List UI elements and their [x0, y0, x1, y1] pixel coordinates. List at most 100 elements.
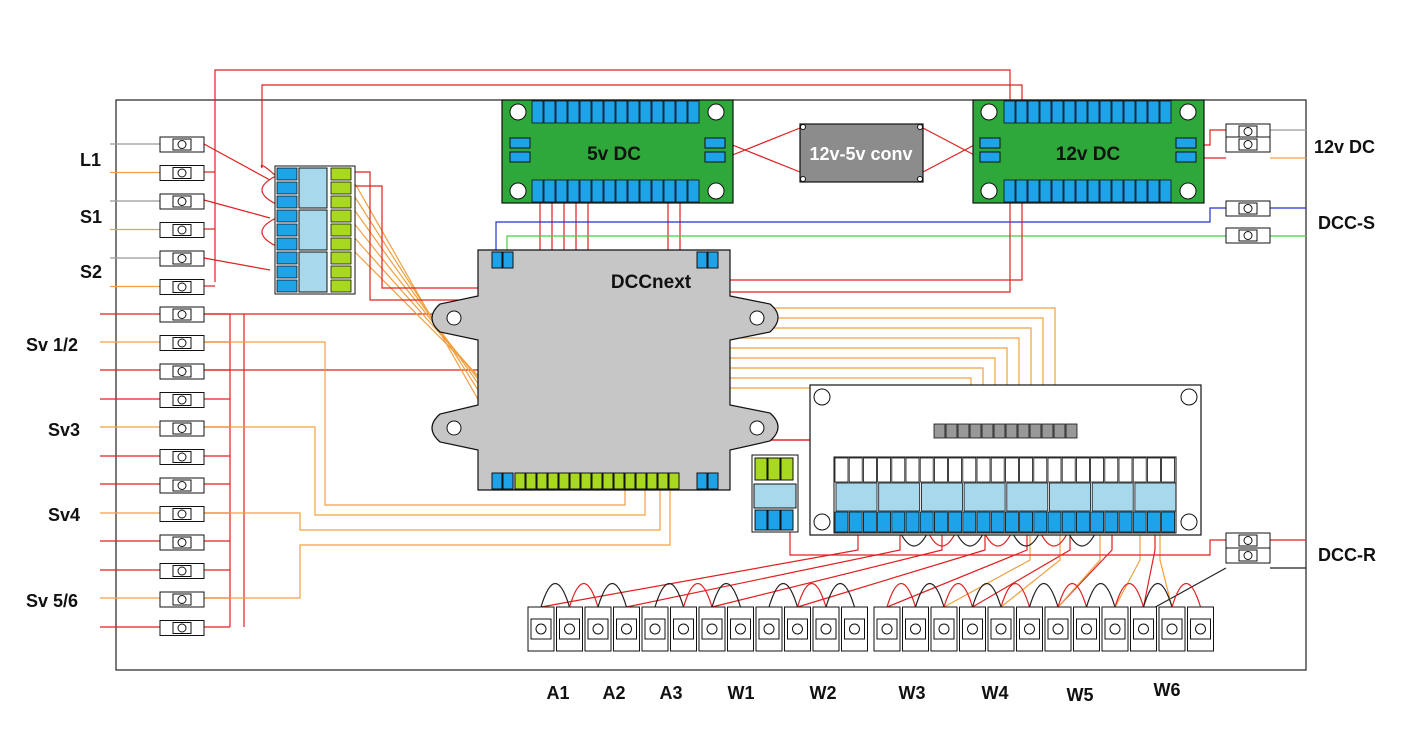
- small-connector: [751, 454, 799, 533]
- wire: [353, 185, 478, 289]
- pin: [707, 472, 719, 490]
- wire: [540, 532, 859, 608]
- pin: [1033, 457, 1048, 483]
- pin: [962, 511, 977, 533]
- pin: [276, 209, 298, 223]
- psu-5v-board: 5v DC: [501, 99, 734, 204]
- pin: [848, 511, 863, 533]
- pin: [1051, 179, 1064, 203]
- wire: [204, 341, 626, 506]
- pin: [1159, 100, 1172, 124]
- pin: [1090, 457, 1104, 483]
- pin: [330, 265, 352, 279]
- pin: [525, 472, 537, 490]
- pin: [905, 511, 920, 533]
- pin: [651, 179, 664, 203]
- pin: [1111, 100, 1124, 124]
- pin: [1063, 100, 1076, 124]
- psu-5v-pins-bottom: [531, 179, 700, 203]
- pin: [627, 100, 640, 124]
- wire: [203, 199, 271, 219]
- pin: [834, 511, 849, 533]
- pin: [579, 179, 592, 203]
- pin: [635, 472, 647, 490]
- wire: [789, 532, 1176, 556]
- wire-loop: [1142, 583, 1173, 608]
- pin: [580, 472, 592, 490]
- pin: [276, 195, 298, 209]
- wire-loop: [983, 531, 1013, 547]
- pin: [1099, 100, 1112, 124]
- pin: [591, 179, 604, 203]
- wire-loop: [568, 583, 599, 608]
- wire: [1149, 567, 1227, 611]
- pin: [555, 100, 568, 124]
- wire: [711, 202, 1023, 281]
- wire: [261, 84, 1023, 168]
- pin: [1061, 511, 1076, 533]
- pin: [330, 209, 352, 223]
- pin: [543, 100, 556, 124]
- label-a1: A1: [546, 683, 569, 703]
- pin: [591, 472, 603, 490]
- relay-cells: [834, 457, 1177, 533]
- pin: [330, 181, 352, 195]
- wire-loop: [1171, 583, 1202, 608]
- label-12vdc: 12v DC: [1314, 137, 1375, 157]
- pin: [536, 472, 548, 490]
- pin: [948, 511, 962, 533]
- pin: [276, 181, 298, 195]
- pin: [615, 100, 628, 124]
- pin: [1147, 179, 1160, 203]
- wire: [711, 532, 943, 608]
- pin: [276, 167, 298, 181]
- wire-loop: [943, 583, 974, 608]
- wire: [886, 532, 1028, 608]
- pin: [569, 472, 581, 490]
- pin: [945, 423, 958, 439]
- pin: [1147, 457, 1161, 483]
- pin: [1111, 179, 1124, 203]
- pin: [1135, 100, 1148, 124]
- pin: [646, 472, 658, 490]
- pin: [1003, 100, 1016, 124]
- pin: [330, 167, 352, 181]
- wire-loop: [1011, 531, 1041, 547]
- pin: [1047, 511, 1062, 533]
- pin: [1135, 179, 1148, 203]
- pin: [555, 179, 568, 203]
- relay: [1049, 482, 1091, 512]
- pin: [981, 423, 994, 439]
- wire-loop: [899, 531, 929, 547]
- wire: [1057, 532, 1101, 608]
- wire-loop: [1114, 583, 1145, 608]
- pin: [1029, 423, 1042, 439]
- relay: [1006, 482, 1049, 512]
- wire-loop: [540, 583, 571, 608]
- pin: [1147, 511, 1161, 533]
- pin: [330, 251, 352, 265]
- relay: [1091, 482, 1134, 512]
- wire: [1114, 532, 1141, 608]
- pin: [1061, 457, 1076, 483]
- wire: [1159, 532, 1173, 608]
- wire-loop: [654, 583, 685, 608]
- converter-module: 12v-5v conv: [799, 123, 924, 183]
- pin: [976, 457, 991, 483]
- label-w2: W2: [810, 683, 837, 703]
- label-w4: W4: [982, 683, 1009, 703]
- wire-loop: [260, 164, 277, 177]
- psu-5v-pins-top: [531, 100, 700, 124]
- pin: [602, 472, 614, 490]
- pin: [1104, 457, 1119, 483]
- relay: [963, 482, 1006, 512]
- pin: [990, 511, 1005, 533]
- pin: [657, 472, 669, 490]
- wire: [922, 127, 981, 159]
- pin: [613, 472, 625, 490]
- left-terminal-strip: [159, 136, 205, 636]
- pin: [1053, 423, 1066, 439]
- pin: [531, 179, 544, 203]
- pin: [663, 100, 676, 124]
- pin: [1075, 100, 1088, 124]
